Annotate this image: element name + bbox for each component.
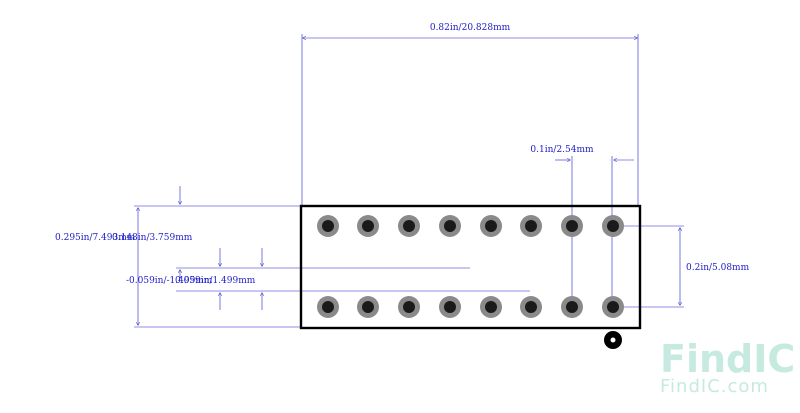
label-row-spacing: 0.2in/5.08mm xyxy=(686,263,750,273)
label-height-a: 0.295in/7.493mm xyxy=(55,233,136,243)
dimension-height-left xyxy=(134,186,300,328)
pad-top xyxy=(398,215,420,237)
pad-top xyxy=(357,215,379,237)
label-height-b: 0.148in/3.759mm xyxy=(112,233,193,243)
label-pitch: 0.1in/2.54mm xyxy=(530,145,594,155)
dimension-offset xyxy=(176,248,530,310)
pad-array xyxy=(317,215,624,318)
package-outline xyxy=(299,204,642,330)
dimension-total-width xyxy=(301,34,639,206)
pad-top xyxy=(602,215,624,237)
pad-bottom xyxy=(398,296,420,318)
pad-top xyxy=(561,215,583,237)
pad-bottom xyxy=(520,296,542,318)
watermark: FindIC FindIC.com xyxy=(660,337,795,397)
pad-top xyxy=(480,215,502,237)
pin1-indicator xyxy=(604,331,622,349)
pad-bottom xyxy=(357,296,379,318)
dimension-row-spacing xyxy=(614,225,684,308)
pad-bottom xyxy=(317,296,339,318)
label-offset-a: -0.059in/-1.499mm xyxy=(126,276,213,286)
pad-top xyxy=(317,215,339,237)
label-offset-b: 0.059in/1.499mm xyxy=(175,276,256,286)
watermark-brand: FindIC xyxy=(660,337,795,381)
label-total-width: 0.82in/20.828mm xyxy=(430,23,511,33)
pad-top xyxy=(439,215,461,237)
watermark-url: FindIC.com xyxy=(660,376,769,397)
pad-bottom xyxy=(602,296,624,318)
pad-top xyxy=(520,215,542,237)
pad-bottom xyxy=(439,296,461,318)
pad-bottom xyxy=(480,296,502,318)
pad-bottom xyxy=(561,296,583,318)
